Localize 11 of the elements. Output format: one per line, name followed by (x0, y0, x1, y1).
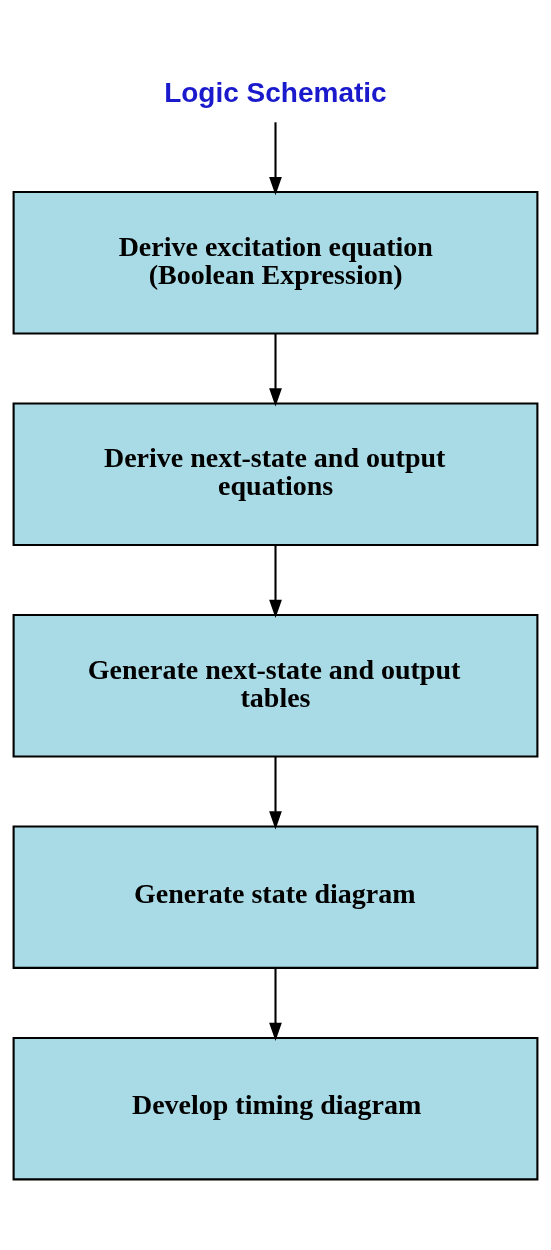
node-text: Logic Schematic (164, 76, 387, 108)
node-box: Develop timing diagram (12, 1036, 539, 1180)
node-box: Derive excitation equation (Boolean Expression) (12, 190, 539, 335)
node-box: Generate state diagram (12, 824, 539, 969)
arrow (269, 121, 282, 195)
node-box: Generate next-state and output tables (12, 613, 539, 757)
arrow (269, 544, 282, 618)
node-box: Derive next-state and output equations (12, 401, 539, 546)
arrow (269, 967, 282, 1041)
arrow (269, 756, 282, 829)
arrow (269, 333, 282, 406)
